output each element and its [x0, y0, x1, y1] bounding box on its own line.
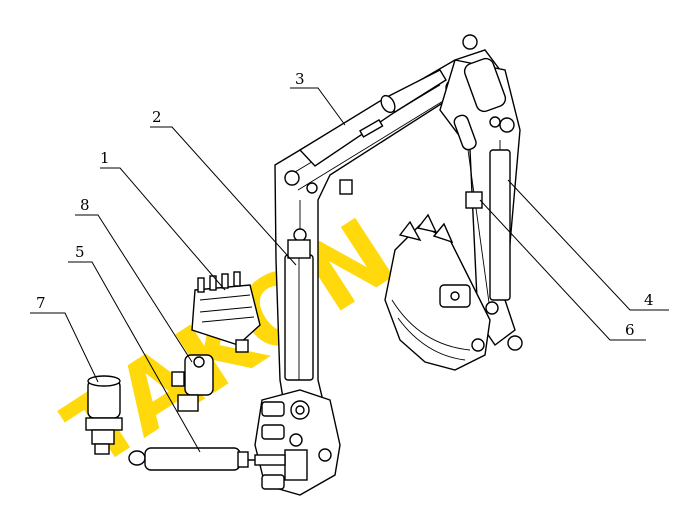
dipper-arm [439, 57, 523, 351]
king-post [254, 389, 341, 496]
bucket [384, 213, 491, 371]
leader-lines [30, 87, 669, 453]
control-valve [191, 271, 261, 353]
callouts: 1 2 3 4 5 6 7 8 [36, 70, 654, 339]
callout-3: 3 [295, 70, 305, 88]
callout-5: 5 [75, 243, 85, 261]
callout-4: 4 [644, 291, 654, 309]
callout-7: 7 [36, 294, 46, 312]
swing-motor [171, 354, 214, 412]
callout-8: 8 [80, 196, 90, 214]
pump [85, 375, 123, 455]
callout-1: 1 [100, 149, 110, 167]
boom-cylinder [298, 69, 447, 167]
callout-6: 6 [625, 321, 635, 339]
swing-cylinder [128, 447, 286, 471]
lift-cylinder [284, 239, 314, 381]
callout-2: 2 [152, 108, 162, 126]
